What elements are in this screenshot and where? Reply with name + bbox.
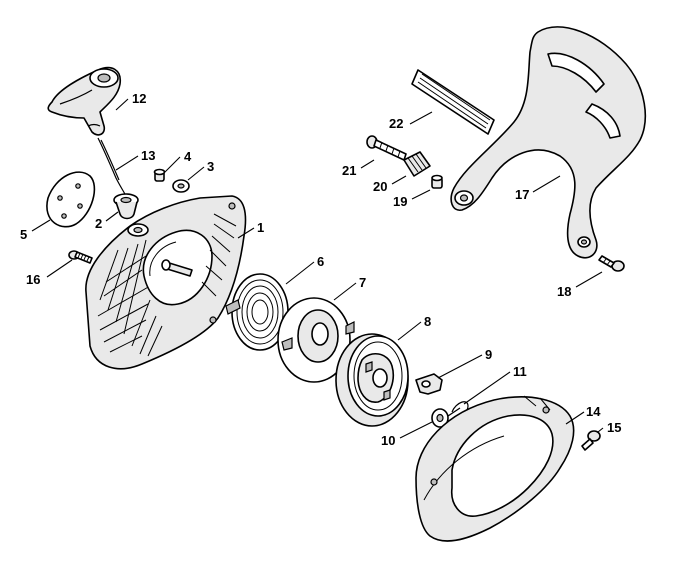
part-5-cover-disc (46, 171, 96, 228)
callout-21: 21 (342, 163, 356, 178)
part-2-rope-guide (113, 193, 139, 220)
part-3-washer (172, 179, 190, 193)
callout-15: 15 (607, 420, 621, 435)
callout-10: 10 (381, 433, 395, 448)
callout-1: 1 (257, 220, 264, 235)
callout-5: 5 (20, 227, 27, 242)
callout-20: 20 (373, 179, 387, 194)
callout-6: 6 (317, 254, 324, 269)
callout-22: 22 (389, 116, 403, 131)
part-7-spring-cover (277, 297, 355, 383)
part-15-screw (581, 430, 601, 451)
callout-14: 14 (586, 404, 601, 419)
part-17-hand-guard (450, 26, 646, 259)
part-16-screw (68, 250, 93, 264)
callout-16: 16 (26, 272, 40, 287)
callout-17: 17 (515, 187, 529, 202)
callout-7: 7 (359, 275, 366, 290)
callout-11: 11 (513, 364, 527, 379)
callout-9: 9 (485, 347, 492, 362)
part-9-pawl (415, 373, 443, 395)
part-14-starter-cover (415, 395, 575, 542)
part-19-bushing (431, 174, 443, 189)
part-21-screw (366, 135, 407, 161)
callout-3: 3 (207, 159, 214, 174)
part-4-bushing (153, 168, 166, 182)
part-18-screw (598, 255, 625, 272)
callout-4: 4 (184, 149, 192, 164)
callout-12: 12 (132, 91, 146, 106)
part-8-rope-rotor (335, 333, 409, 427)
callout-19: 19 (393, 194, 407, 209)
leader-lines (31, 98, 604, 439)
part-22-label-strip (411, 69, 495, 135)
callout-2: 2 (95, 216, 102, 231)
part-1-fan-housing (85, 195, 247, 370)
callout-18: 18 (557, 284, 571, 299)
part-13-starter-rope (97, 137, 127, 197)
part-10-washer (431, 408, 449, 428)
callout-13: 13 (141, 148, 155, 163)
callout-8: 8 (424, 314, 431, 329)
callout-labels: 12 13 4 3 5 2 1 16 6 7 8 9 11 10 14 15 2… (20, 91, 621, 448)
part-12-starter-grip (47, 66, 122, 136)
part-20-spring (403, 151, 431, 177)
